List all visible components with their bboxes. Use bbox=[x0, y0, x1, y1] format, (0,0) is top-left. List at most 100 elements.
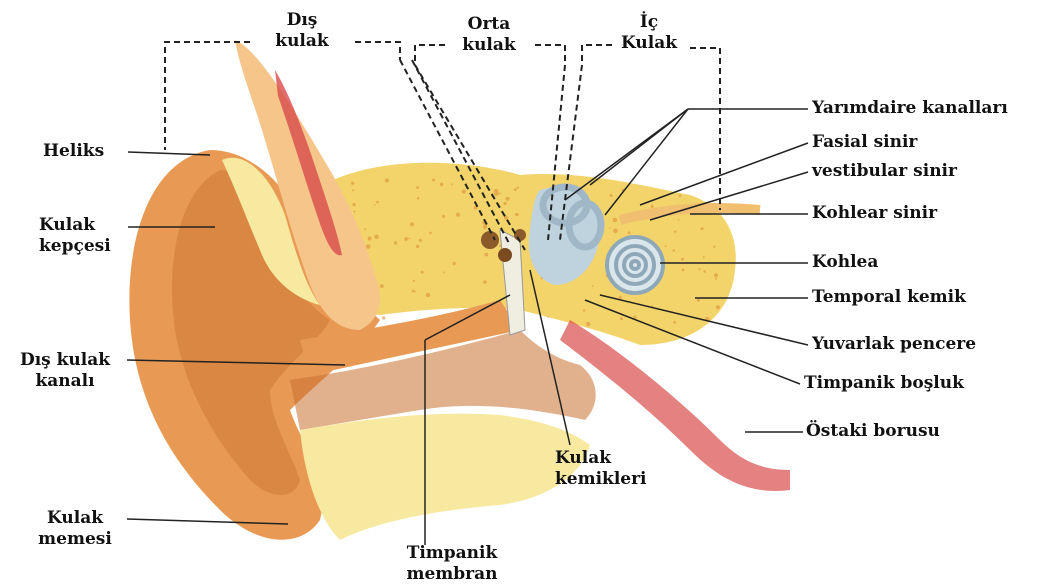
bone-speckle bbox=[628, 231, 631, 234]
bone-speckle bbox=[682, 269, 685, 272]
label-ic-kulak-line1: İç bbox=[608, 12, 690, 33]
bone-speckle bbox=[514, 188, 517, 191]
bone-speckle bbox=[456, 213, 460, 217]
bone-speckle bbox=[499, 193, 501, 195]
bone-speckle bbox=[462, 189, 466, 193]
label-kulak-kemikleri-line1: Kulak bbox=[555, 448, 647, 469]
bone-speckle bbox=[429, 232, 432, 235]
bone-speckle bbox=[366, 244, 371, 249]
label-dis-kulak: Dış kulak bbox=[262, 10, 342, 52]
bone-speckle bbox=[451, 183, 453, 185]
bone-speckle bbox=[453, 262, 456, 265]
bone-speckle bbox=[515, 213, 519, 217]
bone-speckle bbox=[620, 317, 623, 320]
bone-speckle bbox=[443, 271, 445, 273]
bone-speckle bbox=[494, 189, 499, 194]
lower-tissue bbox=[300, 414, 590, 540]
bone-speckle bbox=[613, 218, 618, 223]
bone-speckle bbox=[516, 187, 518, 189]
label-temporal-kemik: Temporal kemik bbox=[812, 287, 966, 308]
bone-speckle bbox=[613, 228, 618, 233]
label-heliks: Heliks bbox=[43, 141, 104, 162]
bone-speckle bbox=[714, 273, 718, 277]
bone-speckle bbox=[673, 249, 675, 251]
bone-speckle bbox=[504, 202, 507, 205]
label-orta-kulak-line2: kulak bbox=[448, 35, 530, 56]
bone-speckle bbox=[697, 299, 700, 302]
bone-speckle bbox=[404, 237, 408, 241]
label-timpanik-membran-line2: membran bbox=[400, 564, 504, 585]
bone-speckle bbox=[484, 253, 488, 257]
bone-speckle bbox=[701, 227, 704, 230]
bone-speckle bbox=[421, 271, 424, 274]
bone-speckle bbox=[665, 245, 667, 247]
bone-speckle bbox=[678, 219, 680, 221]
bone-speckle bbox=[353, 211, 355, 213]
label-kohlea: Kohlea bbox=[812, 252, 878, 273]
bone-speckle bbox=[374, 204, 376, 206]
bone-speckle bbox=[417, 197, 420, 200]
label-fasial-sinir: Fasial sinir bbox=[812, 132, 917, 153]
bone-speckle bbox=[619, 296, 622, 299]
bone-speckle bbox=[410, 222, 414, 226]
bone-speckle bbox=[703, 270, 706, 273]
bone-speckle bbox=[679, 194, 682, 197]
label-dis-kulak-line1: Dış bbox=[262, 10, 342, 31]
label-kohlear-sinir: Kohlear sinir bbox=[812, 203, 937, 224]
bone-speckle bbox=[703, 256, 705, 258]
label-vestibular-sinir: vestibular sinir bbox=[812, 161, 957, 182]
bone-speckle bbox=[483, 225, 487, 229]
bone-speckle bbox=[442, 215, 445, 218]
bone-speckle bbox=[376, 201, 379, 204]
label-kulak-kepcesi-line1: Kulak bbox=[39, 215, 111, 236]
bone-speckle bbox=[673, 321, 676, 324]
label-timpanik-membran-line1: Timpanik bbox=[400, 543, 504, 564]
bone-speckle bbox=[382, 316, 386, 320]
label-kulak-kemikleri-line2: kemikleri bbox=[555, 469, 647, 490]
label-ic-kulak: İç Kulak bbox=[608, 12, 690, 54]
label-timpanik-membran: Timpanik membran bbox=[400, 543, 504, 585]
bone-speckle bbox=[364, 228, 366, 230]
bone-speckle bbox=[432, 179, 435, 182]
bone-speckle bbox=[681, 258, 684, 261]
bone-speckle bbox=[368, 236, 372, 240]
bone-speckle bbox=[374, 234, 379, 239]
bone-speckle bbox=[426, 293, 430, 297]
bone-speckle bbox=[440, 183, 444, 187]
bone-speckle bbox=[408, 238, 410, 240]
bone-speckle bbox=[651, 205, 654, 208]
bone-speckle bbox=[385, 178, 389, 182]
bone-speckle bbox=[352, 203, 355, 206]
bone-speckle bbox=[610, 194, 613, 197]
label-orta-kulak: Orta kulak bbox=[448, 14, 530, 56]
label-kulak-kepcesi: Kulak kepçesi bbox=[39, 215, 111, 257]
bone-speckle bbox=[674, 231, 676, 233]
bone-speckle bbox=[416, 186, 419, 189]
label-dis-kulak-line2: kulak bbox=[262, 31, 342, 52]
label-orta-kulak-line1: Orta bbox=[448, 14, 530, 35]
cochlea-spiral bbox=[607, 237, 663, 293]
label-yuvarlak-pencere: Yuvarlak pencere bbox=[812, 334, 976, 355]
bone-speckle bbox=[506, 197, 510, 201]
bone-speckle bbox=[583, 309, 585, 311]
label-kulak-memesi-line1: Kulak bbox=[25, 508, 125, 529]
bone-speckle bbox=[380, 284, 384, 288]
bone-speckle bbox=[713, 246, 715, 248]
bone-speckle bbox=[352, 189, 354, 191]
bone-speckle bbox=[699, 268, 701, 270]
bone-speckle bbox=[394, 241, 397, 244]
bone-speckle bbox=[715, 278, 717, 280]
label-ic-kulak-line2: Kulak bbox=[608, 33, 690, 54]
bone-speckle bbox=[351, 182, 354, 185]
label-kulak-memesi-line2: memesi bbox=[25, 529, 125, 550]
bone-speckle bbox=[592, 285, 594, 287]
bone-speckle bbox=[412, 290, 415, 293]
label-ostaki-borusu: Östaki borusu bbox=[806, 421, 940, 442]
bone-speckle bbox=[586, 322, 590, 326]
bone-speckle bbox=[483, 280, 487, 284]
bone-speckle bbox=[413, 280, 415, 282]
label-timpanik-bosluk: Timpanik boşluk bbox=[804, 373, 964, 394]
bone-speckle bbox=[547, 316, 549, 318]
bone-speckle bbox=[419, 239, 422, 242]
